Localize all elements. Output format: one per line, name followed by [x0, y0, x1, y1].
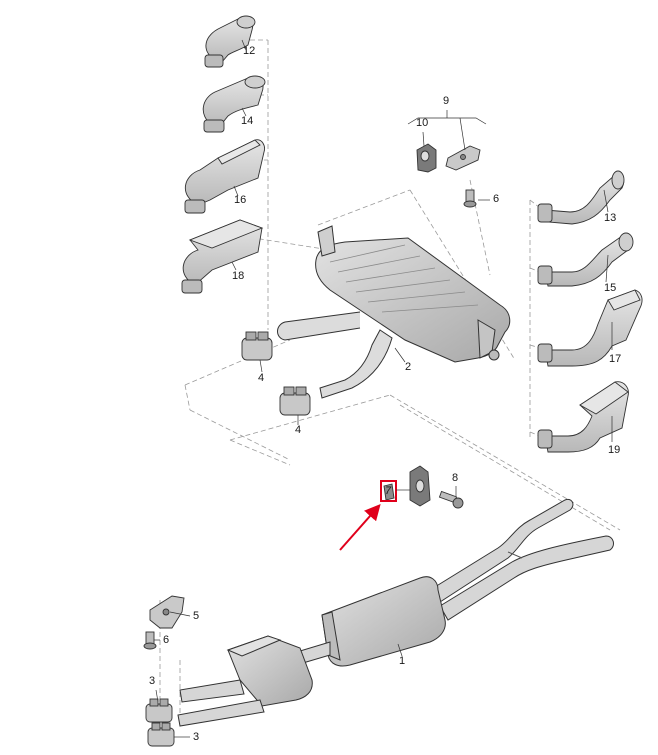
- callout-5: 5: [193, 610, 200, 622]
- rear-silencer-2: [277, 225, 511, 399]
- bracket-9: [445, 145, 481, 171]
- tailpipe-13: [537, 170, 625, 225]
- callout-19: 19: [608, 444, 621, 456]
- highlight-box: [380, 480, 397, 502]
- callout-14: 14: [241, 115, 254, 127]
- callout-9: 9: [443, 95, 450, 107]
- bolt-8: [438, 490, 464, 509]
- bracket-5: [149, 595, 185, 629]
- callout-18: 18: [232, 270, 245, 282]
- callout-2: 2: [405, 361, 412, 373]
- leader-lines: [154, 39, 613, 738]
- clamp-4-upper: [241, 331, 273, 361]
- callout-16: 16: [234, 194, 247, 206]
- highlight-arrow: [339, 504, 381, 551]
- front-pipe-1: [177, 498, 614, 727]
- callout-7: 7: [385, 485, 392, 497]
- tailpipe-14: [202, 75, 266, 133]
- tailpipe-12: [204, 15, 256, 68]
- tailpipe-15: [537, 232, 634, 287]
- bolt-6-upper: [463, 189, 477, 208]
- tailpipe-17: [537, 289, 643, 367]
- callout-12: 12: [243, 45, 256, 57]
- bolt-6-lower: [143, 631, 157, 650]
- silencer-end-18: [181, 219, 264, 294]
- callout-8: 8: [452, 472, 459, 484]
- callout-13: 13: [604, 212, 617, 224]
- rubber-mount-7: [380, 480, 397, 502]
- tailpipe-19: [537, 381, 629, 453]
- rubber-mount-10: [416, 143, 437, 173]
- clamp-3-lower: [147, 722, 175, 747]
- clamp-3-upper: [145, 698, 173, 723]
- callout-1: 1: [399, 655, 406, 667]
- callout-6-lower: 6: [163, 634, 170, 646]
- callout-6-upper: 6: [493, 193, 500, 205]
- clamp-4-lower: [279, 386, 311, 416]
- callout-17: 17: [609, 353, 622, 365]
- callout-15: 15: [604, 282, 617, 294]
- silencer-end-16: [184, 139, 265, 214]
- callout-3-upper: 3: [149, 675, 156, 687]
- callout-10: 10: [416, 117, 429, 129]
- callout-3-lower: 3: [193, 731, 200, 743]
- callout-4-upper: 4: [258, 372, 265, 384]
- mount-bracket: [409, 465, 431, 507]
- callout-4-lower: 4: [295, 424, 302, 436]
